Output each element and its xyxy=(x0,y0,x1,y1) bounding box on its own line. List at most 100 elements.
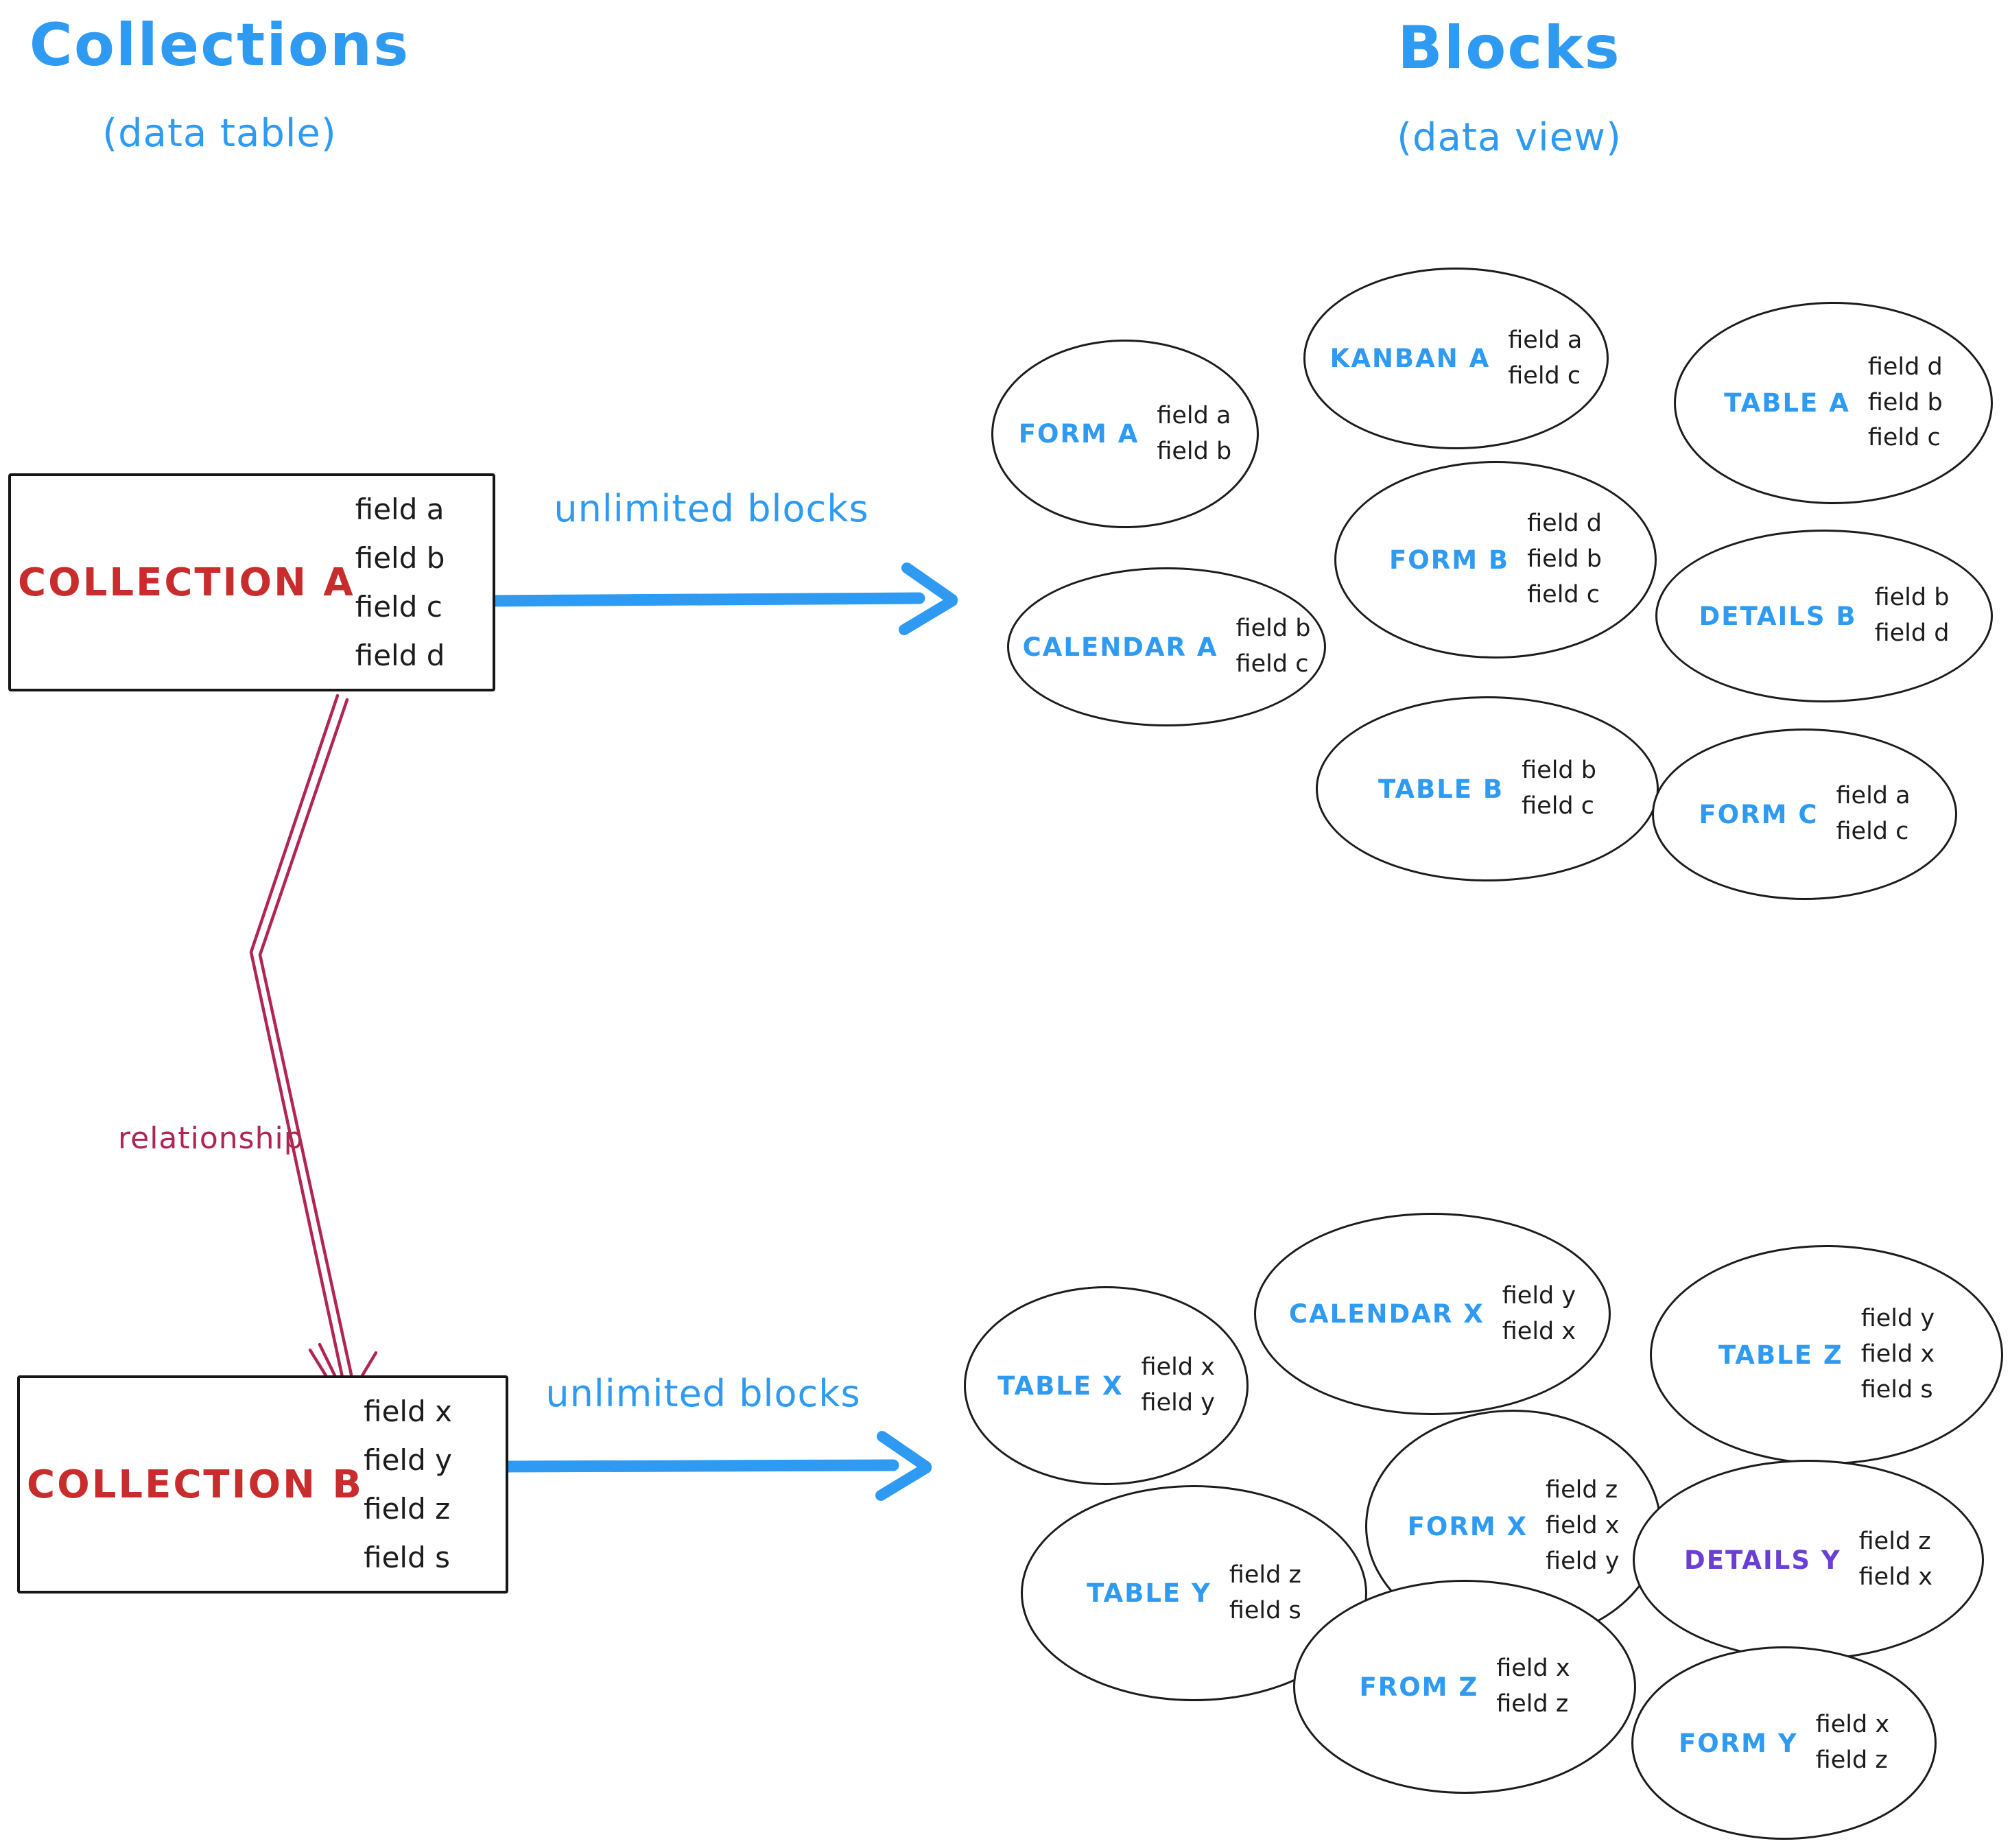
block-fields: field z field x xyxy=(1859,1527,1932,1593)
block-fields: field d field b field c xyxy=(1868,353,1943,453)
block-field: field c xyxy=(1836,818,1909,845)
block-fields: field a field b xyxy=(1157,401,1231,467)
block-field: field d xyxy=(1527,510,1602,538)
block-field: field a xyxy=(1157,401,1231,429)
block-field: field y xyxy=(1141,1389,1215,1417)
block-field: field c xyxy=(1235,650,1309,678)
block-field: field b xyxy=(1874,584,1950,612)
collection-field: field s xyxy=(364,1541,450,1574)
block-field: field c xyxy=(1522,792,1595,820)
collection-b-box: COLLECTION B field x field y field z fie… xyxy=(17,1375,508,1594)
block-field: field c xyxy=(1508,362,1581,390)
block-label: TABLE B xyxy=(1378,774,1504,804)
collection-field: field c xyxy=(355,590,442,624)
block-label: TABLE A xyxy=(1724,388,1850,418)
collections-title: Collections xyxy=(29,11,410,80)
blocks-subtitle: (data view) xyxy=(1397,115,1622,160)
block-field: field x xyxy=(1546,1512,1620,1540)
block-fields: field x field y xyxy=(1142,1353,1215,1419)
block-fields: field z field x field y xyxy=(1546,1476,1619,1576)
unlimited-blocks-label-b: unlimited blocks xyxy=(545,1372,861,1415)
block-field: field z xyxy=(1858,1528,1931,1556)
block-label: FORM C xyxy=(1699,799,1819,829)
block-table-b: TABLE B field b field c xyxy=(1316,696,1659,881)
block-field: field d xyxy=(1874,619,1950,647)
block-calendar-x: CALENDAR X field y field x xyxy=(1254,1213,1611,1415)
block-form-b: FORM B field d field b field c xyxy=(1334,461,1657,659)
collection-a-box: COLLECTION A field a field b field c fie… xyxy=(8,473,495,691)
block-field: field c xyxy=(1867,424,1941,452)
block-field: field y xyxy=(1546,1547,1620,1575)
block-field: field x xyxy=(1860,1340,1935,1369)
block-calendar-a: CALENDAR A field b field c xyxy=(1007,567,1326,726)
block-field: field b xyxy=(1867,388,1943,416)
block-field: field c xyxy=(1527,580,1600,608)
block-field: field x xyxy=(1502,1317,1576,1345)
block-field: field z xyxy=(1496,1690,1569,1718)
relationship-arrow xyxy=(249,694,378,1403)
block-label: DETAILS B xyxy=(1699,601,1857,631)
collections-subtitle: (data table) xyxy=(102,111,337,156)
block-field: field a xyxy=(1508,326,1583,354)
block-label: TABLE Z xyxy=(1718,1340,1843,1370)
unlimited-blocks-label-a: unlimited blocks xyxy=(554,487,869,530)
collection-field: field d xyxy=(355,639,445,672)
block-fields: field b field c xyxy=(1236,614,1311,680)
block-form-y: FORM Y field x field z xyxy=(1631,1646,1937,1840)
block-label: CALENDAR A xyxy=(1022,632,1218,662)
block-label: FORM A xyxy=(1018,419,1139,449)
block-form-a: FORM A field a field b xyxy=(991,340,1259,528)
block-field: field y xyxy=(1502,1281,1576,1310)
block-fields: field x field z xyxy=(1496,1654,1570,1720)
block-fields: field z field s xyxy=(1229,1561,1301,1626)
block-field: field s xyxy=(1229,1596,1301,1624)
unlimited-blocks-arrow-a xyxy=(482,562,958,635)
collection-field: field x xyxy=(364,1395,452,1428)
block-field: field d xyxy=(1867,353,1943,381)
block-field: field x xyxy=(1815,1711,1890,1739)
block-label: TABLE X xyxy=(997,1371,1124,1401)
collection-field: field z xyxy=(364,1492,451,1526)
block-field: field b xyxy=(1527,545,1602,573)
block-details-b: DETAILS B field b field d xyxy=(1655,530,1993,702)
block-table-a: TABLE A field d field b field c xyxy=(1674,302,1993,504)
block-fields: field b field c xyxy=(1522,756,1596,822)
collection-b-fields: field x field y field z field s xyxy=(364,1395,486,1574)
block-kanban-a: KANBAN A field a field c xyxy=(1303,268,1609,449)
block-field: field y xyxy=(1860,1305,1935,1333)
block-label: FORM X xyxy=(1407,1511,1528,1541)
collection-field: field b xyxy=(355,541,445,575)
block-label: FROM Z xyxy=(1359,1672,1479,1702)
collection-field: field a xyxy=(355,493,445,526)
collection-a-name: COLLECTION A xyxy=(18,560,355,605)
block-from-z: FROM Z field x field z xyxy=(1293,1580,1636,1794)
collection-b-name: COLLECTION B xyxy=(27,1462,364,1507)
block-label: FORM Y xyxy=(1678,1728,1798,1758)
block-label: DETAILS Y xyxy=(1683,1545,1841,1575)
block-fields: field y field x xyxy=(1502,1281,1576,1347)
block-field: field z xyxy=(1229,1561,1301,1589)
relationship-label: relationship xyxy=(118,1121,304,1156)
block-field: field x xyxy=(1141,1353,1215,1382)
block-field: field a xyxy=(1836,782,1911,810)
block-field: field b xyxy=(1522,757,1596,785)
block-fields: field a field c xyxy=(1836,781,1910,847)
block-table-x: TABLE X field x field y xyxy=(964,1286,1249,1485)
block-field: field x xyxy=(1858,1563,1932,1591)
collection-a-fields: field a field b field c field d xyxy=(355,493,473,672)
block-label: TABLE Y xyxy=(1087,1578,1211,1608)
block-label: CALENDAR X xyxy=(1288,1299,1485,1329)
block-field: field s xyxy=(1860,1375,1933,1403)
unlimited-blocks-arrow-b xyxy=(493,1431,932,1501)
block-field: field z xyxy=(1546,1476,1618,1504)
block-fields: field x field z xyxy=(1816,1710,1889,1776)
collection-field: field y xyxy=(364,1443,452,1477)
block-field: field b xyxy=(1235,615,1311,643)
block-field: field z xyxy=(1815,1746,1888,1774)
block-fields: field y field x field s xyxy=(1861,1304,1935,1405)
block-field: field x xyxy=(1496,1655,1570,1683)
block-field: field b xyxy=(1157,437,1232,465)
block-fields: field a field c xyxy=(1508,326,1582,392)
block-details-y: DETAILS Y field z field x xyxy=(1633,1460,1984,1660)
